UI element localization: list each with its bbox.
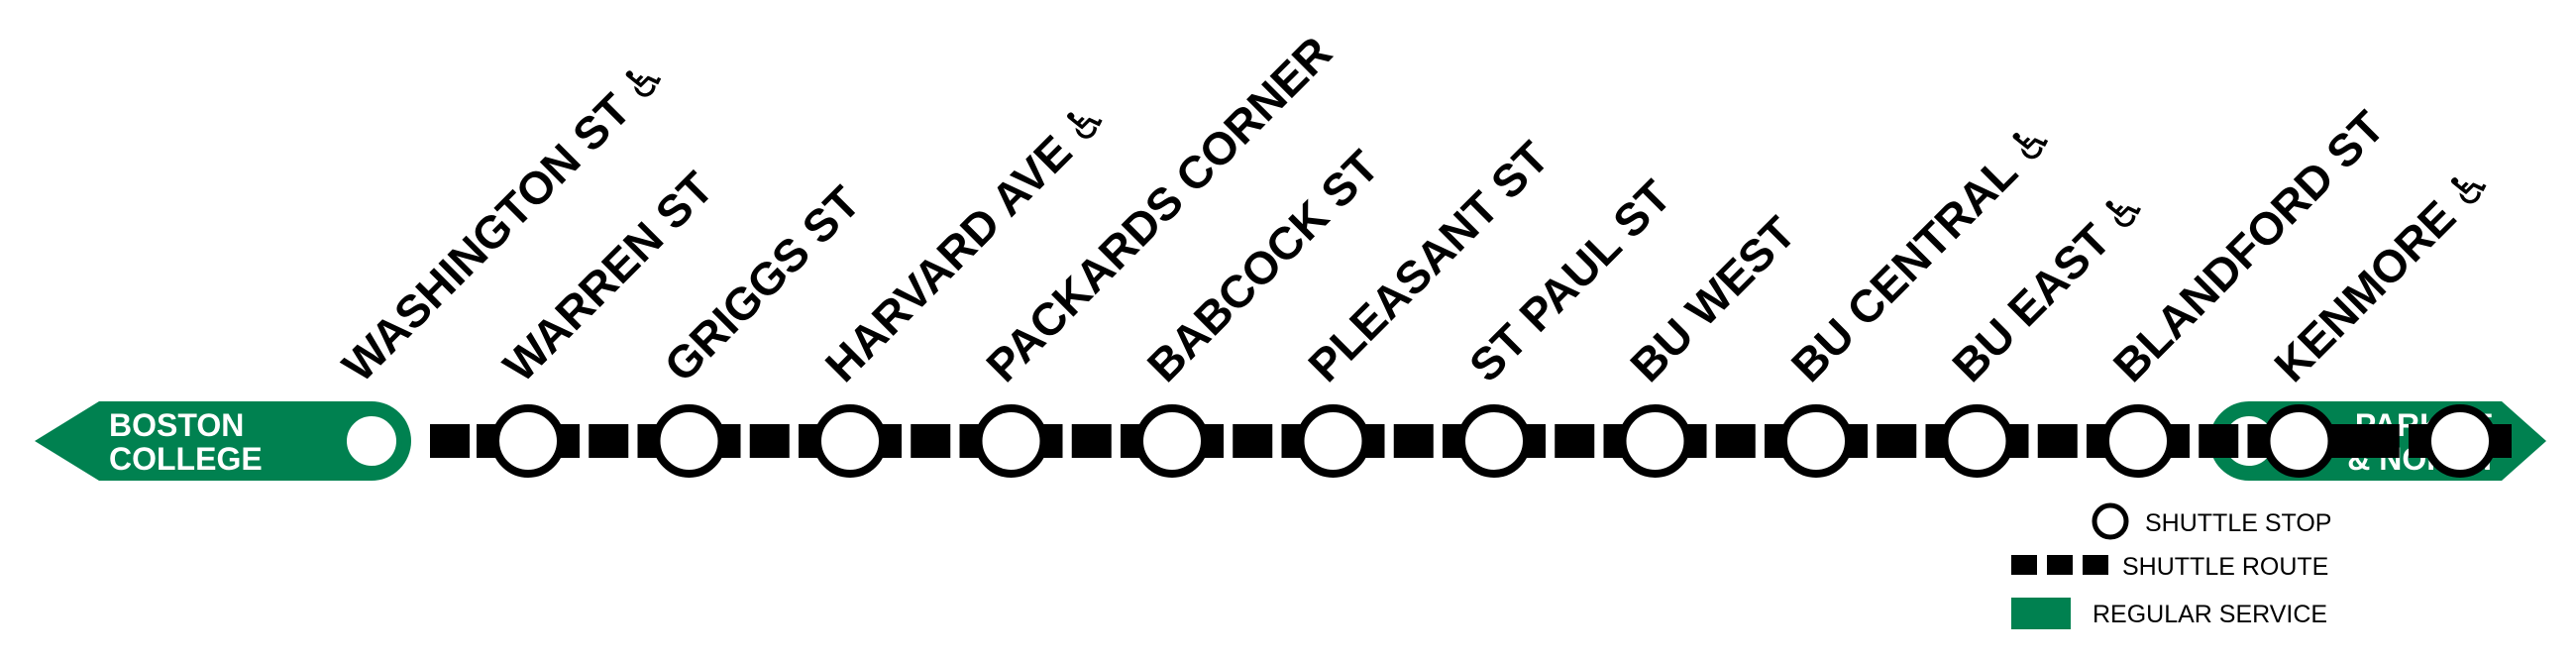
route-dash [1071, 424, 1112, 458]
shuttle-stop-icon [2092, 502, 2129, 540]
stop-circle [2423, 404, 2497, 478]
stop-circle [813, 404, 887, 478]
stop-circle [1940, 404, 2014, 478]
legend: SHUTTLE STOP SHUTTLE ROUTE REGULAR SERVI… [2011, 502, 2331, 629]
wheelchair-icon: ♿ [2090, 177, 2156, 244]
route-dash [1233, 424, 1273, 458]
shuttle-stop [1443, 404, 1546, 478]
shuttle-stop [1121, 404, 1224, 478]
route-dash [2199, 424, 2239, 458]
route-dash [589, 424, 629, 458]
west-terminal-arrow [35, 401, 411, 481]
wheelchair-icon: ♿ [2435, 154, 2502, 220]
stop-circle [1135, 404, 1209, 478]
shuttle-stop [799, 404, 902, 478]
shuttle-stop [2409, 404, 2512, 478]
route-dash [1877, 424, 1917, 458]
shuttle-stop [1281, 404, 1385, 478]
west-terminal-label-line1: BOSTON [109, 407, 244, 443]
shuttle-route-layer [430, 424, 2400, 458]
route-dash [1715, 424, 1756, 458]
legend-label-regular-service: REGULAR SERVICE [2093, 601, 2327, 628]
legend-label-shuttle-stop: SHUTTLE STOP [2145, 509, 2331, 537]
regular-service-icon [2011, 598, 2071, 629]
route-dash [911, 424, 951, 458]
route-dash [2037, 424, 2078, 458]
stop-circle [652, 404, 726, 478]
west-terminal-label-line2: COLLEGE [109, 441, 263, 477]
west-terminal: BOSTON COLLEGE [35, 401, 411, 481]
route-dash [1555, 424, 1595, 458]
stop-circle [974, 404, 1048, 478]
route-dash [430, 424, 470, 458]
shuttle-stop [2247, 404, 2351, 478]
stop-circle [491, 404, 565, 478]
stop-circle [1296, 404, 1370, 478]
shuttle-stop [959, 404, 1063, 478]
route-dash [749, 424, 790, 458]
stop-circle [1779, 404, 1853, 478]
legend-label-shuttle-route: SHUTTLE ROUTE [2122, 553, 2328, 581]
route-dash [1393, 424, 1434, 458]
shuttle-stop [2087, 404, 2190, 478]
wheelchair-icon: ♿ [1051, 88, 1118, 155]
stop-circle [2101, 404, 2175, 478]
shuttle-route-icon [2011, 555, 2108, 575]
shuttle-stop [477, 404, 580, 478]
stop-circle [2262, 404, 2336, 478]
stop-circle [1618, 404, 1692, 478]
shuttle-stop [1603, 404, 1707, 478]
wheelchair-icon: ♿ [1997, 109, 2064, 175]
stop-label: BLANDFORD ST [2103, 101, 2394, 391]
stop-label: BU CENTRAL♿ [1780, 109, 2064, 392]
wheelchair-icon: ♿ [610, 47, 677, 113]
west-terminal-station [341, 410, 402, 472]
shuttle-stops-layer [477, 404, 2512, 478]
stop-label: WASHINGTON ST♿ [332, 47, 678, 392]
stop-label: HARVARD AVE♿ [814, 88, 1118, 391]
stop-circle [1457, 404, 1531, 478]
shuttle-stop [1765, 404, 1868, 478]
shuttle-stop [1925, 404, 2029, 478]
shuttle-stop [637, 404, 741, 478]
